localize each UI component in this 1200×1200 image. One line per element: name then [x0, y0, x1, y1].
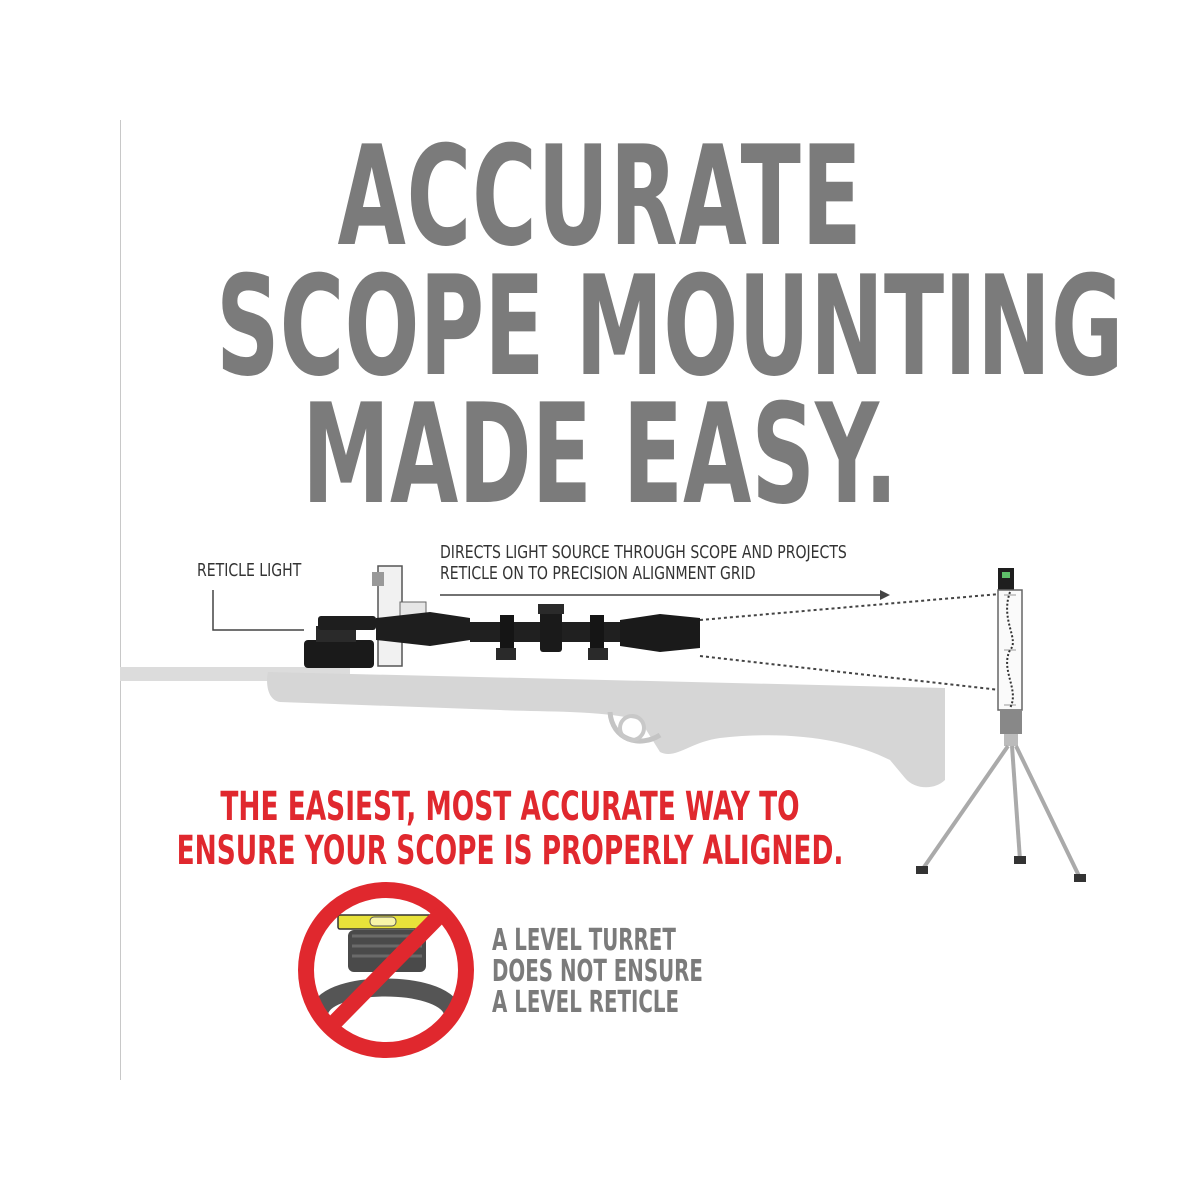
- headline-line-3: MADE EASY.: [302, 374, 898, 535]
- warning-line-3: A LEVEL RETICLE: [492, 985, 680, 1020]
- arrow-head-icon: [880, 590, 890, 600]
- reticle-light-leader: [212, 590, 304, 631]
- page-divider-line: [120, 120, 121, 1080]
- directs-light-label-line-2: RETICLE ON TO PRECISION ALIGNMENT GRID: [440, 563, 756, 584]
- warning-line-1: A LEVEL TURRET: [492, 923, 676, 958]
- prohibition-icon: [298, 882, 474, 1058]
- directs-light-label-line-1: DIRECTS LIGHT SOURCE THROUGH SCOPE AND P…: [440, 542, 847, 563]
- alignment-grid-icon: [997, 568, 1023, 711]
- directs-light-label: DIRECTS LIGHT SOURCE THROUGH SCOPE AND P…: [440, 542, 847, 584]
- rifle-icon: [120, 667, 945, 788]
- headline-line-2: SCOPE MOUNTING: [216, 246, 1124, 407]
- rifle-scope-icon: [318, 604, 700, 660]
- tagline-line-2: ENSURE YOUR SCOPE IS PROPERLY ALIGNED.: [176, 828, 844, 874]
- warning-text: A LEVEL TURRET DOES NOT ENSURE A LEVEL R…: [492, 925, 703, 1018]
- warning-line-2: DOES NOT ENSURE: [492, 954, 703, 989]
- beam-bottom-line: [699, 655, 1001, 691]
- reticle-light-label: RETICLE LIGHT: [197, 560, 302, 581]
- tagline-line-1: THE EASIEST, MOST ACCURATE WAY TO: [220, 784, 800, 830]
- tripod-icon: [916, 710, 1086, 882]
- bubble-level-icon: [337, 914, 437, 930]
- headline-line-1: ACCURATE: [337, 116, 863, 277]
- beam-top-line: [699, 593, 1001, 621]
